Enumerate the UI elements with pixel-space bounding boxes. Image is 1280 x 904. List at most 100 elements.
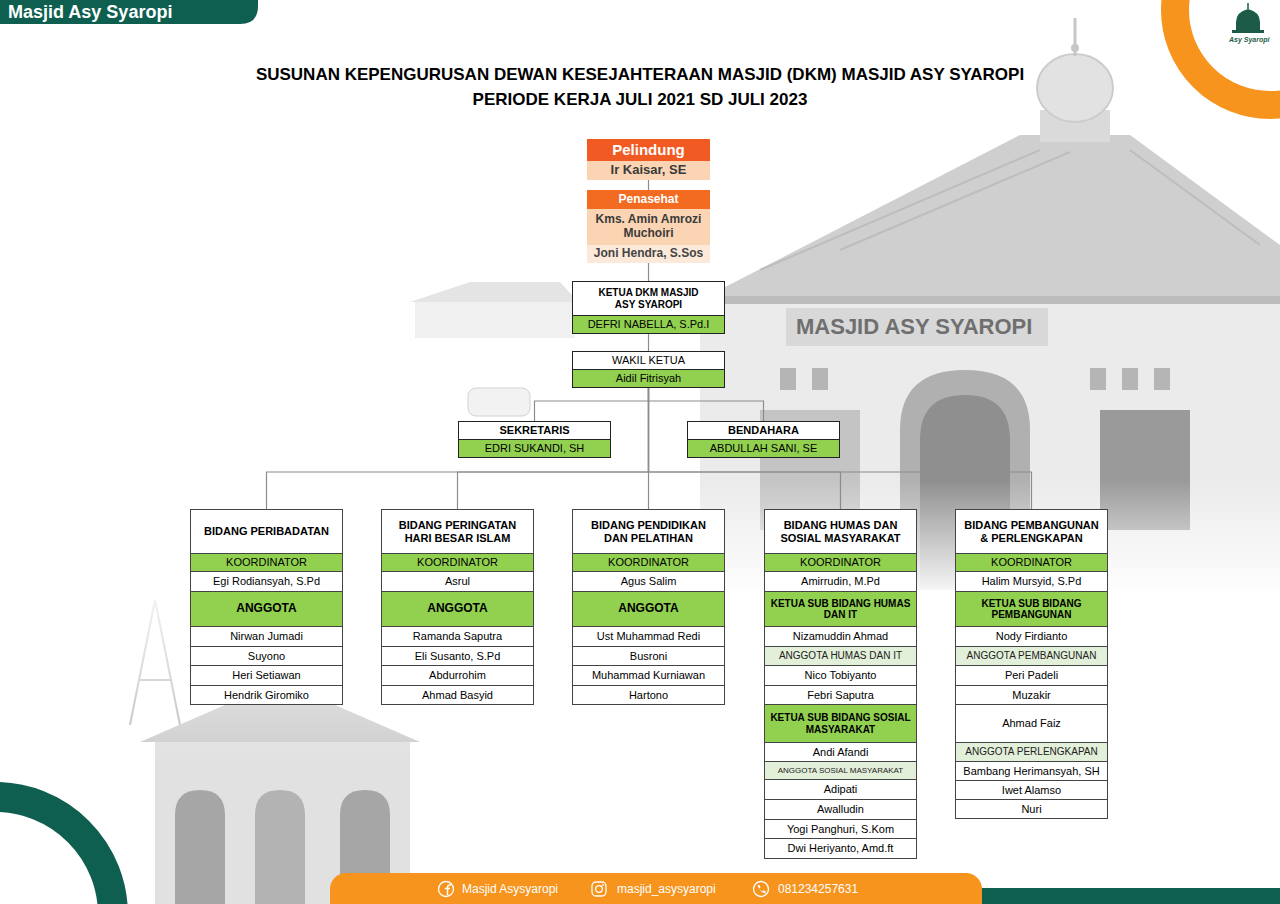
box-text: Ahmad Basyid [422,689,493,702]
box-text: ANGGOTA SOSIAL MASYARAKAT [778,766,904,775]
member-cell: Egi Rodiansyah, S.Pd [191,571,342,591]
member-cell: Adipati [765,779,916,799]
chart-title: SUSUNAN KEPENGURUSAN DEWAN KESEJAHTERAAN… [235,62,1045,112]
name-band: Eli Susanto, S.Pd [382,647,533,665]
box-text: ANGGOTA [618,602,678,616]
mosque-photo [840,152,1070,250]
name-band: ANGGOTA [191,592,342,626]
box-text: Muzakir [1012,689,1051,702]
role-band: ANGGOTA PEMBANGUNAN [956,646,1107,665]
vice-chair-box: WAKIL KETUA Aidil Fitrisyah [572,351,725,388]
name-band: KOORDINATOR [573,554,724,571]
role-band: ANGGOTA HUMAS DAN IT [765,646,916,665]
footer-icons [439,882,454,897]
box-text: Awalludin [817,803,864,816]
member-cell: Nody Firdianto [956,626,1107,646]
name-band: Dwi Heriyanto, Amd.ft [765,839,916,858]
logo-wordmark: Asy Syaropi [1229,35,1269,44]
connector-line [648,334,649,351]
box-text: KETUA DKM MASJID ASY SYAROPI [594,287,703,310]
patron-box: Pelindung Ir Kaisar, SE [587,139,710,180]
box-text: Febri Saputra [807,689,874,702]
member-cell: Ramanda Saputra [382,626,533,646]
member-cell: Ahmad Faiz [956,704,1107,742]
name-band: Muhammad Kurniawan [573,666,724,685]
advisor-box: PenasehatKms. Amin Amrozi MuchoiriJoni H… [587,190,710,263]
footer-icons [439,882,769,897]
box-text: Aidil Fitrisyah [616,372,681,385]
box-text: Bambang Herimansyah, SH [963,765,1099,778]
division-column: BIDANG HUMAS DAN SOSIAL MASYARAKATKOORDI… [764,509,917,859]
mosque-photo [812,368,828,390]
member-cell: Suyono [191,646,342,665]
mosque-photo [1037,54,1113,122]
role-band: KOORDINATOR [382,553,533,571]
box-text: BIDANG PENDIDIKAN DAN PELATIHAN [579,519,718,544]
division-column: BIDANG PERIBADATANKOORDINATOREgi Rodians… [190,509,343,705]
member-cell: Halim Mursyid, S.Pd [956,571,1107,591]
box-text: Agus Salim [621,575,677,588]
role-band: KOORDINATOR [191,553,342,571]
name-band: ANGGOTA SOSIAL MASYARAKAT [765,762,916,779]
box-text: Adipati [824,783,858,796]
mosque-photo [760,150,1040,270]
mosque-photo [690,480,1280,600]
member-cell: Busroni [573,646,724,665]
secretary-box: SEKRETARISEDRI SUKANDI, SH [458,421,611,458]
box-text: KOORDINATOR [226,556,307,569]
box-text: Nody Firdianto [996,630,1068,643]
name-band: Nizamuddin Ahmad [765,627,916,646]
logo-icon [1232,3,1264,33]
chair-box: KETUA DKM MASJID ASY SYAROPIDEFRI NABELL… [572,281,725,334]
name-band: KETUA SUB BIDANG HUMAS DAN IT [765,592,916,626]
name-band: Yogi Panghuri, S.Kom [765,820,916,838]
mosque-photo [1122,368,1138,390]
member-cell: Amirrudin, M.Pd [765,571,916,591]
name-band: Ramanda Saputra [382,627,533,646]
member-cell: Heri Setiawan [191,665,342,685]
name-band: Adipati [765,780,916,799]
connector-line [648,263,649,281]
member-cell: Awalludin [765,799,916,819]
corner-decoration [0,0,258,24]
member-cell: Nirwan Jumadi [191,626,342,646]
header-band: Penasehat [587,190,710,209]
box-text: BIDANG HUMAS DAN SOSIAL MASYARAKAT [771,519,910,544]
member-cell: Dwi Heriyanto, Amd.ft [765,838,916,858]
name-band: Ir Kaisar, SE [587,161,710,180]
name-band: Aidil Fitrisyah [573,370,724,387]
building-sign: MASJID ASY SYAROPI [796,313,1032,341]
house-photo [410,282,578,416]
header-tab-title: Masjid Asy Syaropi [8,1,172,23]
member-cell: Yogi Panghuri, S.Kom [765,819,916,838]
box-text: ABDULLAH SANI, SE [710,442,818,455]
division-column: BIDANG PEMBANGUNAN & PERLENGKAPANKOORDIN… [955,509,1108,819]
footer-bar [330,873,1280,904]
house-photo [468,388,530,416]
role-band: KETUA SUB BIDANG SOSIAL MASYARAKAT [765,704,916,742]
name-band: Bambang Herimansyah, SH [956,762,1107,780]
box-text: Ust Muhammad Redi [597,630,700,643]
name-band: Abdurrohim [382,666,533,685]
name-band: Amirrudin, M.Pd [765,572,916,591]
box-text: KOORDINATOR [991,556,1072,569]
box-text: Pelindung [612,141,685,158]
logo-icon [1236,9,1260,30]
logo-icon [1232,30,1264,33]
mosque-photo [786,308,1048,346]
box-text: ANGGOTA HUMAS DAN IT [779,650,902,662]
name-band: Febri Saputra [765,686,916,704]
footer-facebook: Masjid Asysyaropi [462,882,558,896]
box-text: SEKRETARIS [499,424,569,437]
header-band: WAKIL KETUA [573,352,724,370]
house-photo [410,282,578,302]
header-band: SEKRETARIS [459,422,610,440]
mosque-photo [700,296,1280,304]
name-band: Ahmad Basyid [382,686,533,704]
division-column: BIDANG PERINGATAN HARI BESAR ISLAMKOORDI… [381,509,534,705]
footer-bar [330,873,982,904]
box-text: WAKIL KETUA [612,354,685,367]
member-cell: Nuri [956,799,1107,818]
member-cell: Bambang Herimansyah, SH [956,761,1107,780]
box-text: Yogi Panghuri, S.Kom [787,823,894,836]
